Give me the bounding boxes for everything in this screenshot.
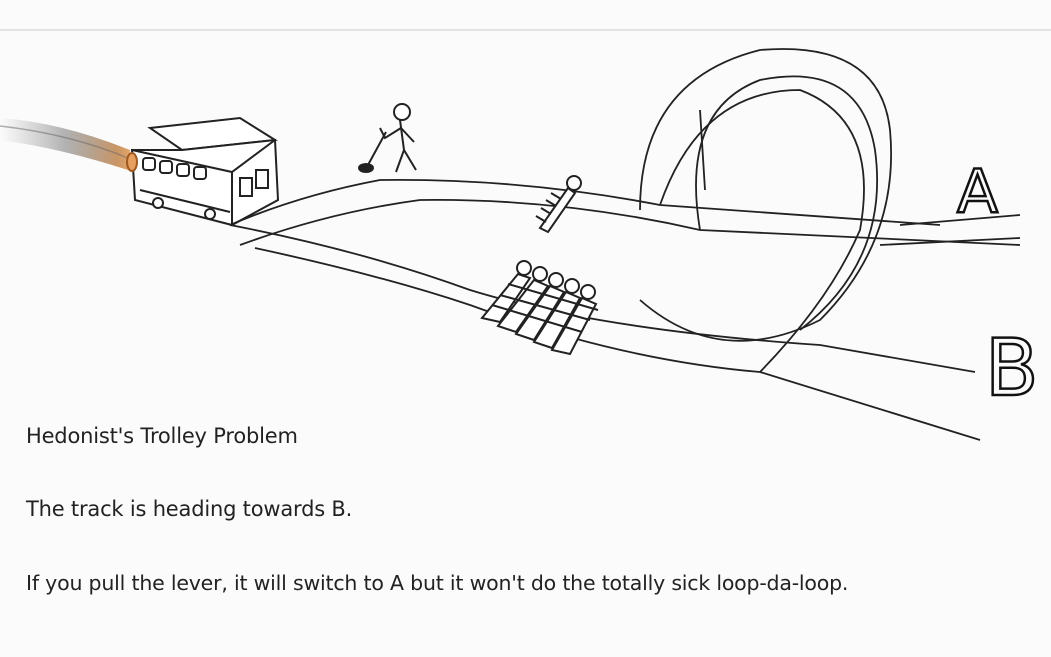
tracks [229,48,1021,441]
person-with-lever-icon [358,103,417,173]
tied-person-icon [535,175,582,234]
motion-smoke [0,118,130,170]
caption-line-2: If you pull the lever, it will switch to… [26,571,849,595]
trolley-icon [126,116,280,227]
tied-people-group-icon [480,260,599,356]
track-label-b: B [985,324,1039,414]
top-divider [0,29,1051,31]
track-label-a: A [957,157,998,227]
caption-title: Hedonist's Trolley Problem [26,424,298,448]
caption-line-1: The track is heading towards B. [26,497,353,521]
